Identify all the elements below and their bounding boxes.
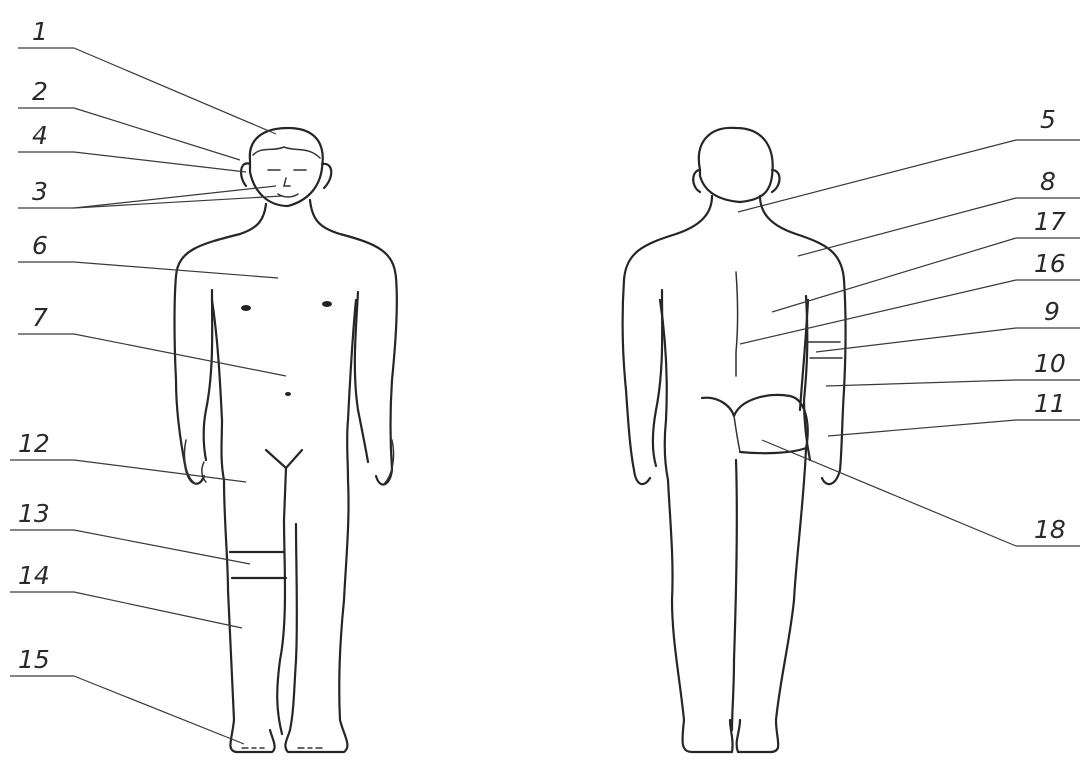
label-18: 18: [1034, 515, 1066, 544]
back-figure: [623, 128, 846, 752]
label-4: 4: [32, 121, 48, 150]
front-left-leg: [224, 480, 275, 752]
front-figure: [175, 128, 397, 752]
label-5: 5: [1040, 105, 1056, 134]
label-1: 1: [32, 17, 48, 46]
label-column-left: 1 2 4 3 6 7 12 13 14 15: [18, 17, 50, 674]
label-12: 12: [18, 429, 50, 458]
label-8: 8: [1040, 167, 1056, 196]
buttocks: [702, 395, 808, 453]
label-15: 15: [18, 645, 50, 674]
label-7: 7: [32, 303, 48, 332]
label-2: 2: [32, 77, 48, 106]
label-3: 3: [32, 177, 48, 206]
knee-band: [230, 552, 286, 578]
spine: [736, 272, 738, 376]
label-10: 10: [1034, 349, 1066, 378]
label-14: 14: [18, 561, 50, 590]
label-column-right: 5 8 17 16 9 10 11 18: [1034, 105, 1066, 544]
leader-lines: [74, 48, 1016, 744]
label-underlines: [10, 48, 1080, 676]
label-17: 17: [1034, 207, 1066, 236]
front-right-leg: [285, 480, 348, 752]
label-11: 11: [1034, 389, 1066, 418]
label-13: 13: [18, 499, 50, 528]
label-6: 6: [32, 231, 48, 260]
label-9: 9: [1044, 297, 1060, 326]
back-head: [699, 128, 773, 202]
label-16: 16: [1034, 249, 1066, 278]
front-head: [250, 128, 323, 206]
front-torso-left: [175, 204, 267, 484]
